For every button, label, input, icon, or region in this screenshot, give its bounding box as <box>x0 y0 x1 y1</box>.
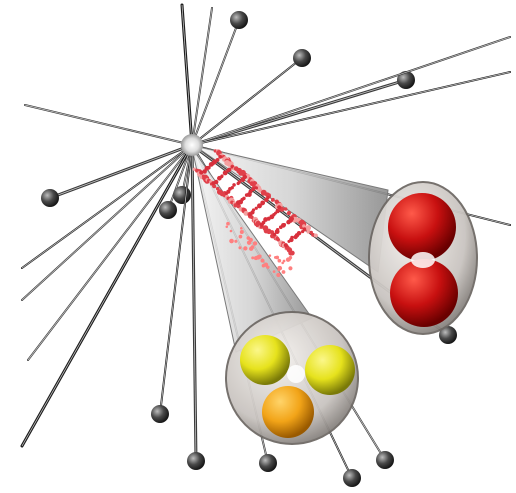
gluon-dot <box>249 238 253 242</box>
gluon-dot <box>274 256 277 259</box>
gluon-dot <box>249 247 253 251</box>
gluon-dot <box>290 251 295 256</box>
gluon-dot <box>297 231 301 235</box>
gluon-dot <box>260 200 265 205</box>
gluon-dot <box>284 207 288 211</box>
gluon-dot <box>314 234 318 238</box>
gluon-dot <box>302 224 306 228</box>
gluon-dot <box>273 270 276 273</box>
gluon-dot <box>256 255 261 260</box>
gluon-dot <box>266 196 269 199</box>
track-highlight <box>22 145 192 300</box>
track-endpoint-knob <box>41 189 59 207</box>
gluon-dot <box>283 223 286 226</box>
track-endpoint-knob <box>187 452 205 470</box>
gluon-dot <box>238 246 241 249</box>
gluon-dot <box>230 166 233 169</box>
gluon-dot <box>284 243 288 247</box>
gluon-dot <box>218 155 222 159</box>
yellow-hadron <box>226 312 358 444</box>
gluon-dot <box>243 175 247 179</box>
gluon-dot <box>261 259 265 263</box>
gluon-dot <box>240 230 244 234</box>
gluon-dot <box>243 246 247 250</box>
gluon-dot <box>266 265 269 268</box>
gluon-dot <box>306 230 310 234</box>
track-endpoint-knob <box>293 49 311 67</box>
track-highlight <box>182 5 192 145</box>
gluon-dot <box>242 197 245 200</box>
gluon-dot <box>240 227 243 230</box>
track-highlight <box>192 37 510 145</box>
gluon-dot <box>216 158 220 162</box>
red-quark-top <box>388 193 456 261</box>
red-quark-bottom <box>390 259 458 327</box>
collision-vertex <box>181 134 203 156</box>
gluon-dot <box>252 208 255 211</box>
gluon-dot <box>289 216 294 221</box>
gluon-dot <box>276 228 279 231</box>
yellow-quark-left <box>240 335 290 385</box>
gluon-dot <box>255 186 258 189</box>
gluon-dot <box>251 187 255 191</box>
gluon-dot <box>271 198 274 201</box>
gluon-dot <box>251 256 254 259</box>
track-highlight <box>25 105 192 145</box>
track-endpoint-knob <box>376 451 394 469</box>
gluon-dot <box>232 183 236 187</box>
gluon-dot <box>262 264 266 268</box>
yellow-quark-right <box>305 345 355 395</box>
track-endpoint-knob <box>173 186 191 204</box>
track-highlight <box>28 145 192 360</box>
gluon-dot <box>276 209 280 213</box>
gluon-dot <box>288 258 291 261</box>
gluon-dot <box>276 273 280 277</box>
track-endpoint-knob <box>159 201 177 219</box>
track-highlight <box>192 80 406 145</box>
gluon-dot <box>278 259 282 263</box>
red-hadron <box>369 182 477 334</box>
gluon-dot <box>277 205 281 209</box>
track-highlight <box>192 8 212 145</box>
gluon-dot <box>253 241 257 245</box>
gluon-dot <box>282 270 286 274</box>
gluon-dot <box>227 168 231 172</box>
gluon-dot <box>269 254 272 257</box>
gluon-dot <box>277 268 280 271</box>
gluon-dot <box>214 180 218 184</box>
gluon-dot <box>230 230 233 233</box>
orange-quark <box>262 386 314 438</box>
gluon-dot <box>239 235 243 239</box>
gluon-dot <box>290 236 293 239</box>
gluon-dot <box>283 260 286 263</box>
gluon-dot <box>229 239 234 244</box>
gluon-dot <box>221 174 224 177</box>
gluon-dot <box>226 225 229 228</box>
track-endpoint-knob <box>151 405 169 423</box>
gluon-dot <box>234 240 237 243</box>
gluon-dot <box>288 266 292 270</box>
gluon-dot <box>226 222 230 226</box>
gluon-dot <box>287 211 291 215</box>
gluon-dot <box>305 225 311 231</box>
track-endpoint-knob <box>259 454 277 472</box>
track-endpoint-knob <box>230 11 248 29</box>
gluon-dot <box>303 227 306 230</box>
gluon-dot <box>213 185 216 188</box>
track-highlight <box>160 145 192 414</box>
track-endpoint-knob <box>343 469 361 487</box>
